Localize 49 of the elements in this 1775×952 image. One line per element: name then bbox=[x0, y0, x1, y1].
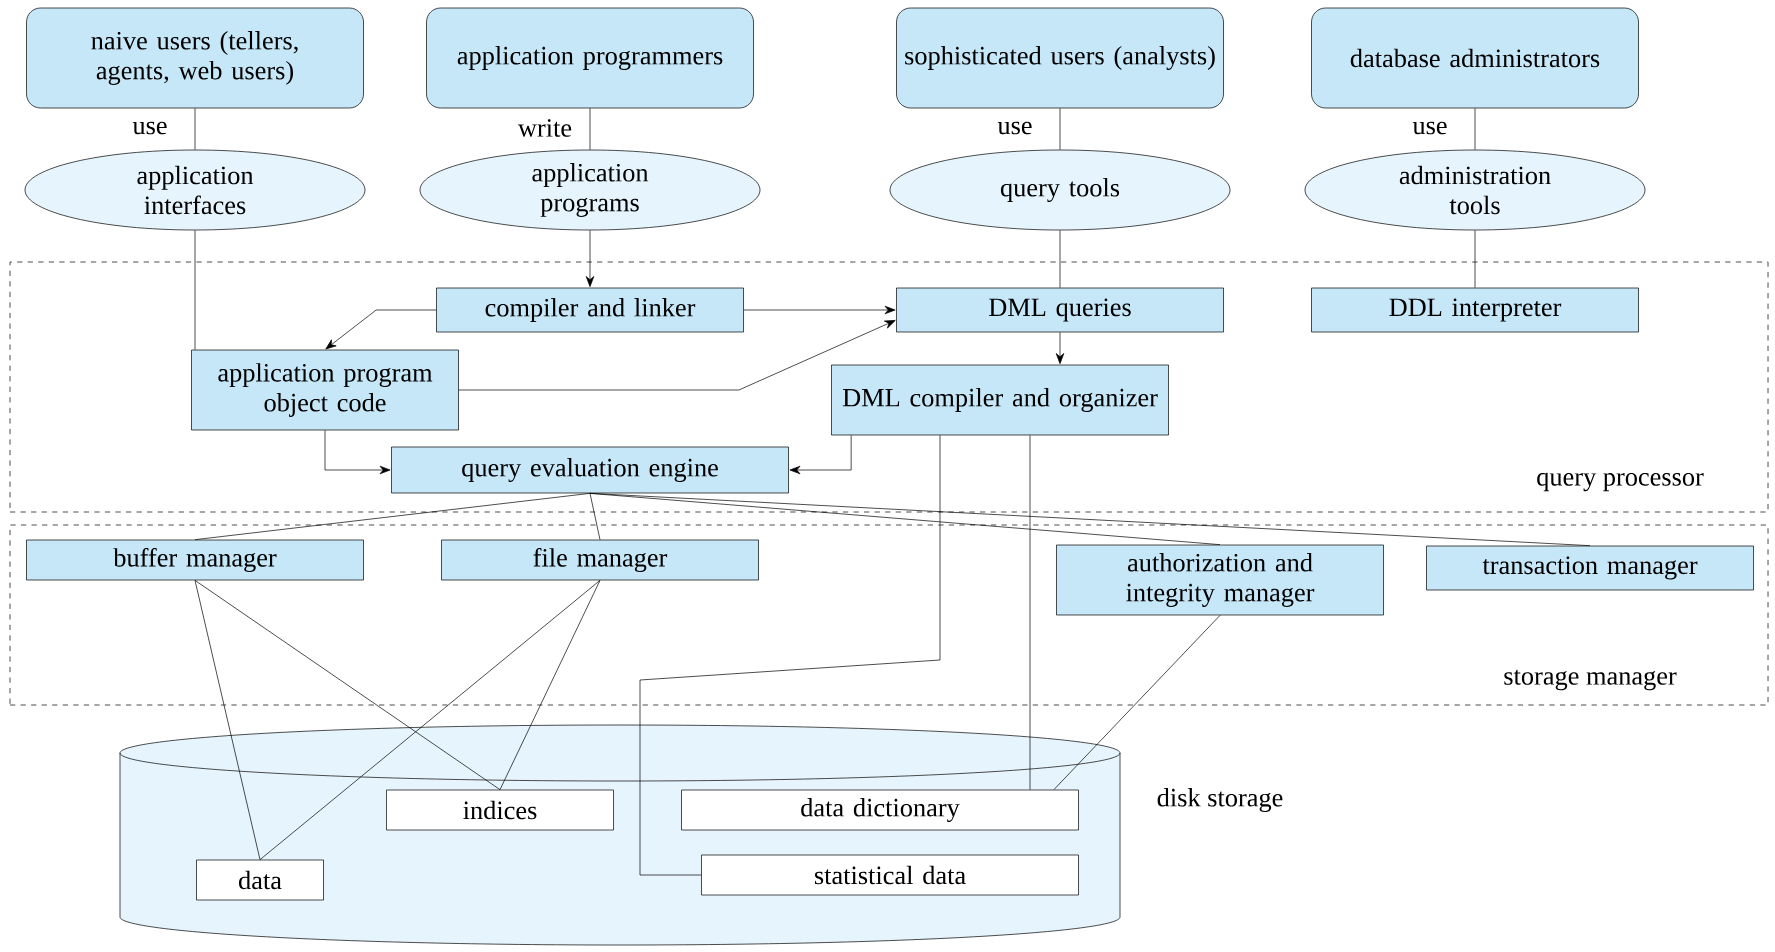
file-box: statistical data bbox=[701, 854, 1079, 896]
edge-label: write bbox=[516, 117, 574, 139]
connector-line bbox=[194, 108, 196, 150]
user-box: naive users (tellers, agents, web users) bbox=[26, 7, 364, 109]
connector-line bbox=[194, 580, 261, 860]
edge-label: use bbox=[995, 119, 1035, 137]
disk-label: disk storage bbox=[1157, 788, 1283, 812]
connector-line bbox=[458, 320, 896, 391]
process-box: DML compiler and organizer bbox=[831, 364, 1169, 436]
connector-line bbox=[1059, 108, 1061, 150]
process-box: file manager bbox=[441, 539, 759, 581]
connector-line bbox=[259, 580, 601, 860]
connector-line bbox=[1474, 230, 1476, 288]
connector-line bbox=[789, 435, 852, 475]
process-box: transaction manager bbox=[1426, 545, 1754, 591]
process-box: DDL interpreter bbox=[1311, 287, 1639, 333]
connector-line bbox=[743, 305, 896, 315]
connector-line bbox=[325, 309, 437, 350]
edge-label: use bbox=[130, 119, 170, 137]
connector-line bbox=[1053, 615, 1221, 790]
connector-line bbox=[589, 493, 1591, 546]
connector-line bbox=[499, 580, 601, 790]
region-label: storage manager bbox=[1504, 669, 1677, 691]
file-box: indices bbox=[386, 789, 614, 831]
connector-line bbox=[1059, 230, 1061, 288]
region-label: query processor bbox=[1537, 472, 1704, 492]
user-box: database administrators bbox=[1311, 7, 1639, 109]
connector-line bbox=[194, 493, 591, 540]
connector-line bbox=[639, 435, 941, 876]
process-box: authorization and integrity manager bbox=[1056, 544, 1384, 616]
file-box: data bbox=[196, 859, 324, 901]
edge-label: use bbox=[1410, 119, 1450, 137]
process-box: buffer manager bbox=[26, 539, 364, 581]
user-box: sophisticated users (analysts) bbox=[896, 7, 1224, 109]
connector-line bbox=[589, 108, 591, 150]
connector-line bbox=[194, 580, 501, 790]
process-box: query evaluation engine bbox=[391, 446, 789, 494]
connector-line bbox=[324, 430, 391, 475]
connector-line bbox=[194, 230, 196, 350]
process-box: DML queries bbox=[896, 287, 1224, 333]
connector-line bbox=[1029, 435, 1031, 790]
process-box: compiler and linker bbox=[436, 287, 744, 333]
user-box: application programmers bbox=[426, 7, 754, 109]
connector-line bbox=[1055, 332, 1065, 364]
connector-line bbox=[589, 493, 601, 540]
process-box: application program object code bbox=[191, 349, 459, 431]
file-box: data dictionary bbox=[681, 789, 1079, 831]
connector-line bbox=[1474, 108, 1476, 150]
connector-line bbox=[585, 230, 595, 287]
